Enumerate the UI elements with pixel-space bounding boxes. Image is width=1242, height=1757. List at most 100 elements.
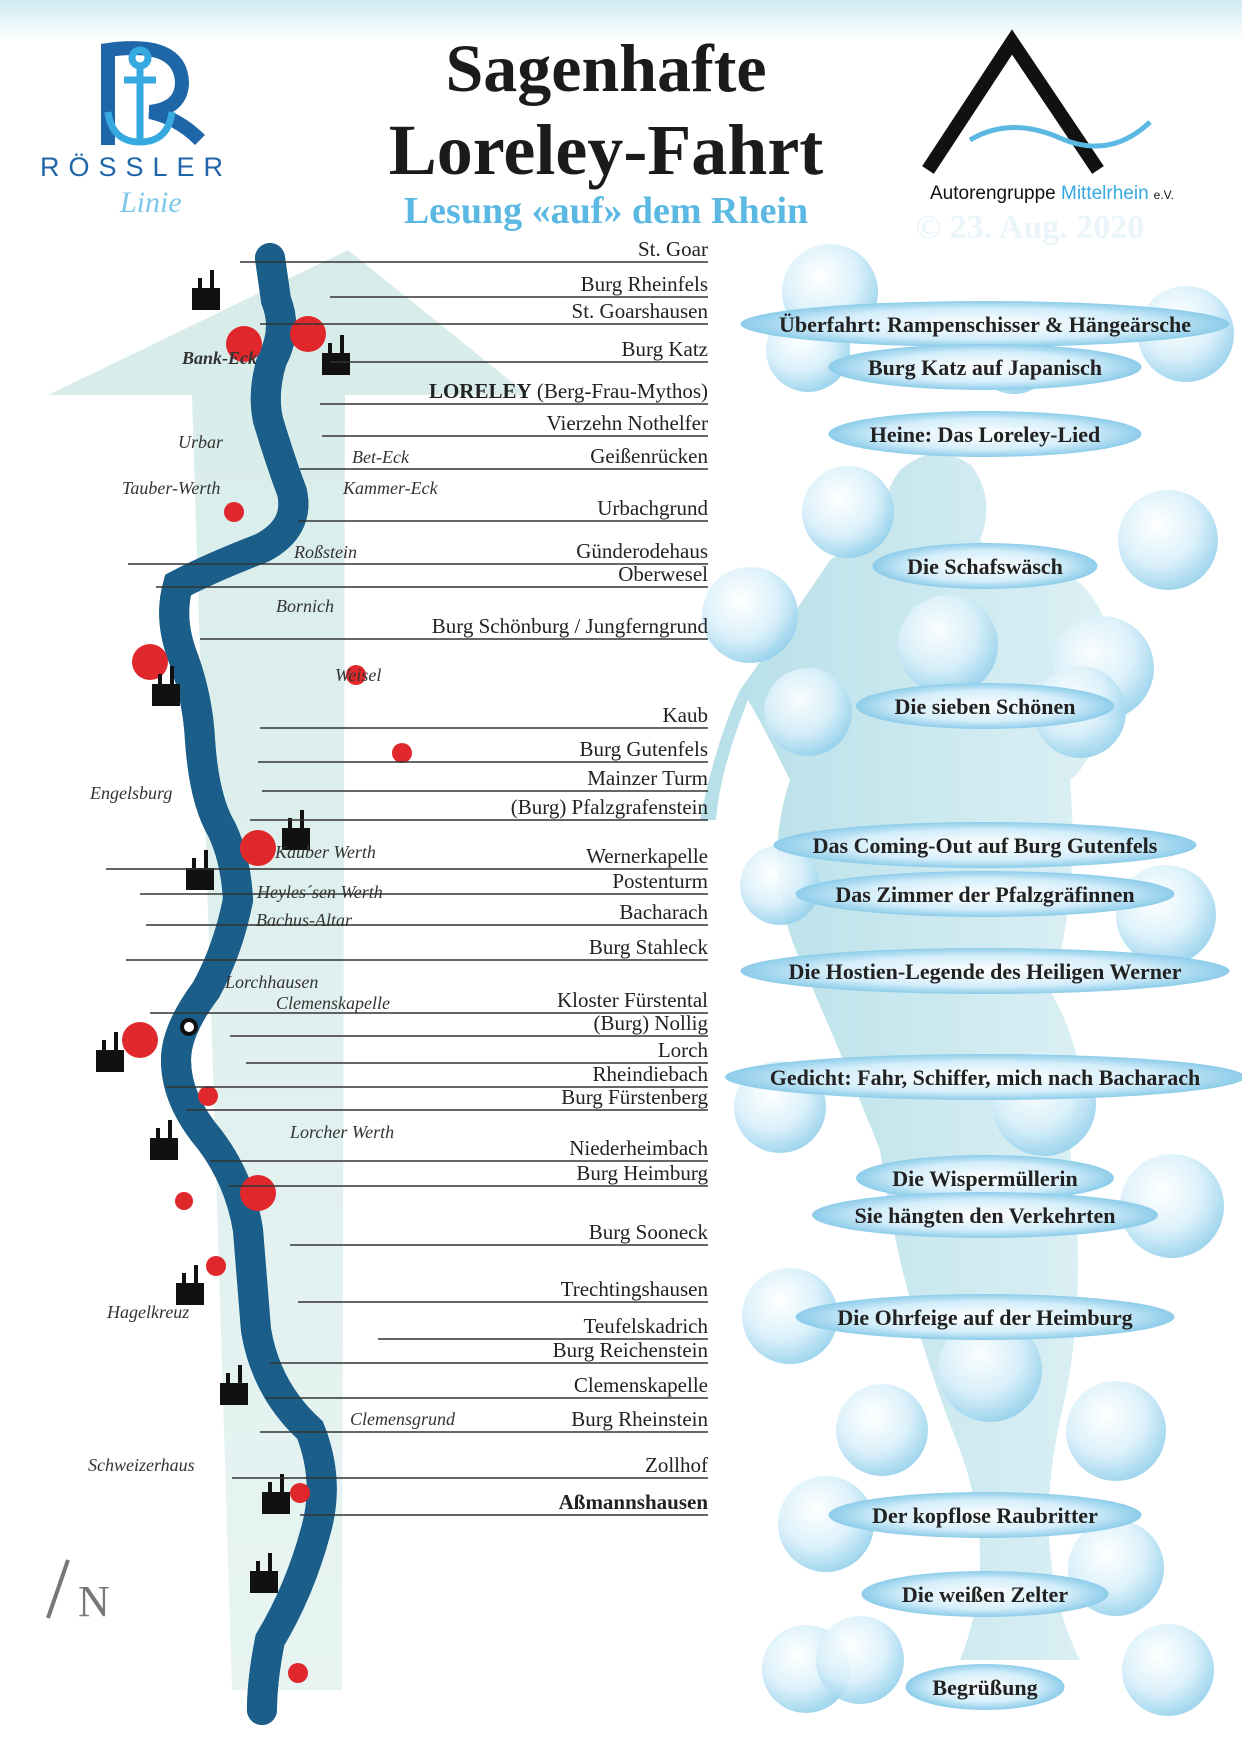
map-label: Hagelkreuz	[106, 1302, 189, 1322]
map-label: Lorcher Werth	[289, 1122, 394, 1142]
story-title: Die Wispermüllerin	[892, 1166, 1078, 1191]
story-title: Überfahrt: Rampenschisser & Hängeärsche	[779, 312, 1191, 337]
place-label: (Burg) Pfalzgrafenstein	[511, 795, 709, 819]
story-title: Das Coming-Out auf Burg Gutenfels	[813, 833, 1158, 858]
map-label: Bet-Eck	[352, 447, 410, 467]
place-entry: Teufelskadrich	[378, 1314, 709, 1340]
place-entry: St. Goar	[240, 237, 708, 263]
place-label: Clemenskapelle	[574, 1373, 708, 1397]
map-markers	[96, 270, 412, 1683]
place-entry: Zollhof	[232, 1453, 708, 1479]
place-label: Aßmannshausen	[559, 1490, 709, 1514]
place-name: Wernerkapelle	[586, 844, 708, 868]
place-name: Clemenskapelle	[574, 1373, 708, 1397]
castle-icon	[262, 1474, 290, 1514]
place-label: Burg Stahleck	[589, 935, 709, 959]
place-name: Trechtingshausen	[561, 1277, 709, 1301]
map-label: Roßstein	[293, 542, 357, 562]
town-marker	[224, 502, 244, 522]
story-pill: Die sieben Schönen	[856, 683, 1114, 729]
place-label: Lorch	[658, 1038, 709, 1062]
place-label: Burg Rheinfels	[581, 272, 708, 296]
place-label: St. Goar	[638, 237, 708, 261]
place-label: Rheindiebach	[593, 1062, 709, 1086]
story-title: Die Schafswäsch	[907, 554, 1063, 579]
place-label: Vierzehn Nothelfer	[547, 411, 708, 435]
map-label: Heyles´sen Werth	[256, 882, 383, 902]
place-label: Burg Rheinstein	[571, 1407, 708, 1431]
rhine-river	[174, 243, 322, 1725]
story-pill: Das Zimmer der Pfalzgräfinnen	[795, 871, 1175, 917]
story-pill-bg	[795, 871, 1175, 917]
place-entry: Burg Rheinstein	[260, 1407, 708, 1433]
town-marker	[288, 1663, 308, 1683]
place-name: Aßmannshausen	[559, 1490, 709, 1514]
bubble	[802, 466, 894, 558]
story-pill: Begrüßung	[905, 1664, 1065, 1710]
place-name-extra: (Berg-Frau-Mythos)	[532, 379, 708, 403]
place-label: Zollhof	[645, 1453, 708, 1477]
castle-icon	[322, 335, 350, 375]
place-entry: Burg Schönburg / Jungferngrund	[200, 614, 709, 640]
place-label: Teufelskadrich	[584, 1314, 709, 1338]
roessler-logo: RÖSSLER Linie	[40, 41, 232, 219]
story-title: Gedicht: Fahr, Schiffer, mich nach Bacha…	[770, 1065, 1200, 1090]
place-entry: Bacharach	[146, 900, 708, 926]
place-name: Urbachgrund	[597, 496, 708, 520]
story-title: Das Zimmer der Pfalzgräfinnen	[835, 882, 1134, 907]
place-name: Postenturm	[612, 869, 708, 893]
place-name: Burg Katz	[621, 337, 708, 361]
story-pill-bg	[725, 1054, 1242, 1100]
place-entry: St. Goarshausen	[260, 299, 708, 325]
map-label: Schweizerhaus	[88, 1455, 195, 1475]
place-label: Geißenrücken	[590, 444, 708, 468]
castle-icon	[152, 666, 180, 706]
place-name: Burg Rheinstein	[571, 1407, 708, 1431]
map-label: Clemensgrund	[350, 1409, 456, 1429]
story-pill-bg	[828, 1492, 1142, 1538]
bubble	[898, 595, 998, 695]
place-entry: Burg Katz	[330, 337, 708, 363]
place-entry: Burg Rheinfels	[330, 272, 708, 298]
story-pill-bg	[828, 344, 1142, 390]
town-marker	[226, 326, 262, 362]
place-name: Kaub	[663, 703, 709, 727]
place-name: Bacharach	[619, 900, 708, 924]
place-label: Burg Gutenfels	[579, 737, 708, 761]
bubble	[938, 1318, 1042, 1422]
story-pill-bg	[872, 543, 1098, 589]
roessler-brand: RÖSSLER	[40, 152, 232, 182]
title-line-2: Loreley-Fahrt	[389, 110, 824, 190]
place-name: (Burg) Nollig	[593, 1011, 708, 1035]
town-marker	[290, 1483, 310, 1503]
bubble	[764, 668, 852, 756]
map-label: Bank-Eck	[181, 348, 257, 368]
place-label: Bacharach	[619, 900, 708, 924]
place-label: Burg Schönburg / Jungferngrund	[432, 614, 709, 638]
story-title: Heine: Das Loreley-Lied	[870, 422, 1101, 447]
place-entry: Mainzer Turm	[262, 766, 708, 792]
castle-icon	[250, 1553, 278, 1593]
place-entry: Kloster Fürstental	[150, 988, 708, 1014]
town-marker	[346, 665, 366, 685]
story-pill-bg	[773, 822, 1197, 868]
place-entry: LORELEY (Berg-Frau-Mythos)	[320, 379, 708, 405]
place-entry: Wernerkapelle	[106, 844, 708, 870]
place-name: LORELEY	[429, 379, 532, 403]
place-entry: Burg Sooneck	[290, 1220, 708, 1246]
story-pill-bg	[856, 1155, 1114, 1201]
story-pill-bg	[740, 301, 1230, 347]
story-pill: Die Wispermüllerin	[856, 1155, 1114, 1201]
compass: N	[46, 1559, 110, 1626]
story-pill: Das Coming-Out auf Burg Gutenfels	[773, 822, 1197, 868]
place-label: Kaub	[663, 703, 709, 727]
town-marker	[240, 1175, 276, 1211]
place-name: Vierzehn Nothelfer	[547, 411, 708, 435]
story-title: Die weißen Zelter	[902, 1582, 1068, 1607]
town-marker	[198, 1086, 218, 1106]
place-name: Rheindiebach	[593, 1062, 709, 1086]
